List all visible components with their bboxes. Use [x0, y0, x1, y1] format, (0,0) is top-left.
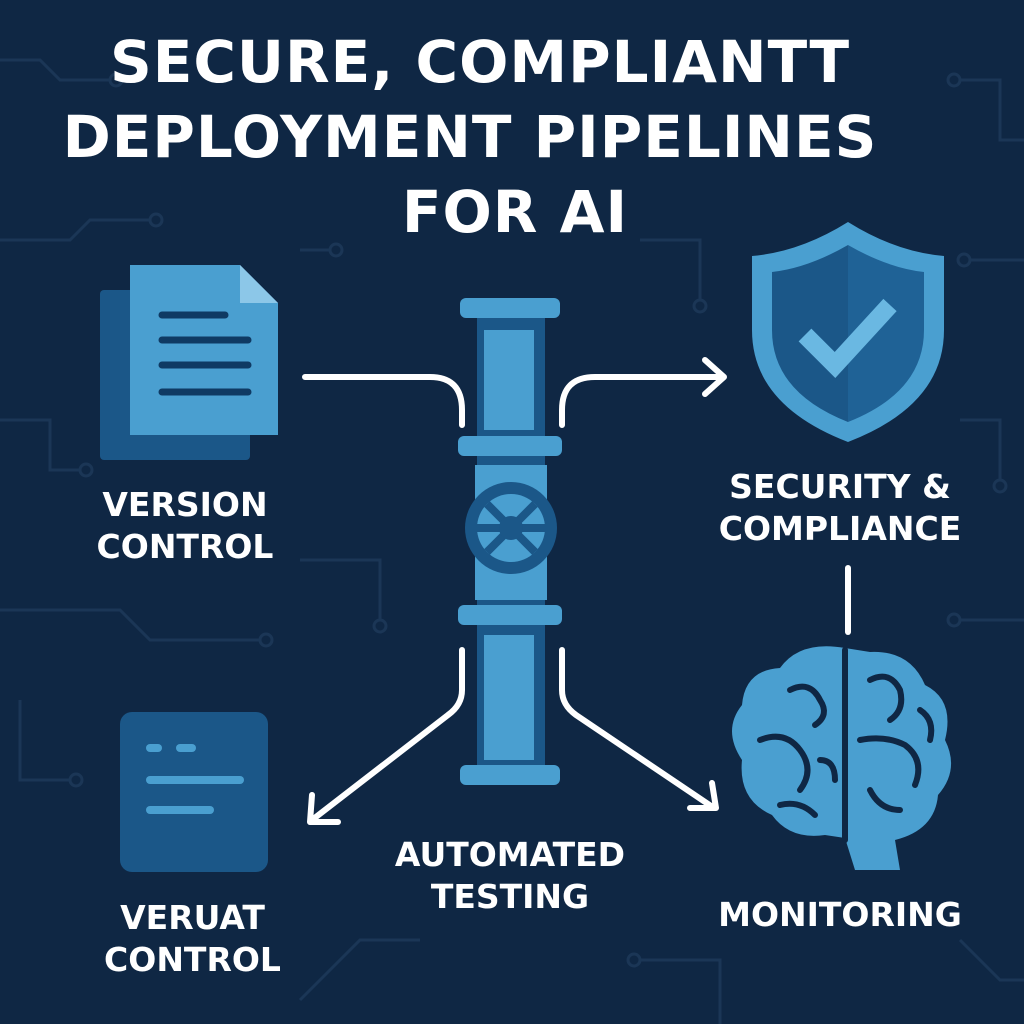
veruat-control-label: VERUAT CONTROL: [60, 897, 325, 981]
title-line-1: SECURE, COMPLIANTT: [109, 28, 851, 96]
veruat-control-line-2: CONTROL: [104, 940, 281, 979]
circuit-background: [0, 58, 1024, 1024]
automated-testing-label: AUTOMATED TESTING: [370, 834, 650, 918]
veruat-control-line-1: VERUAT: [120, 898, 265, 937]
document-stack-icon: [100, 265, 278, 460]
automated-testing-line-1: AUTOMATED: [394, 835, 626, 874]
arrow-pipeline-to-monitoring: [559, 647, 719, 811]
arrow-pipeline-to-security: [559, 357, 727, 428]
version-control-label: VERSION CONTROL: [60, 484, 310, 568]
pipeline-valve-icon: [458, 298, 562, 785]
title-line-2: DEPLOYMENT PIPELINES: [62, 103, 878, 171]
security-line-2: COMPLIANCE: [718, 509, 962, 548]
arrow-version-to-pipeline: [302, 374, 465, 428]
security-line-1: SECURITY &: [729, 467, 951, 506]
automated-testing-line-2: TESTING: [430, 877, 590, 916]
flow-arrows: [302, 357, 851, 825]
monitoring-label: MONITORING: [718, 895, 962, 934]
version-control-line-1: VERSION: [102, 485, 268, 524]
shield-check-icon: [752, 222, 944, 442]
brain-icon: [732, 646, 952, 870]
title-line-3: FOR AI: [401, 178, 629, 246]
arrow-pipeline-to-veruat: [307, 647, 465, 825]
document-card-icon: [120, 712, 268, 872]
version-control-line-2: CONTROL: [96, 527, 274, 566]
security-compliance-label: SECURITY & COMPLIANCE: [700, 466, 980, 550]
